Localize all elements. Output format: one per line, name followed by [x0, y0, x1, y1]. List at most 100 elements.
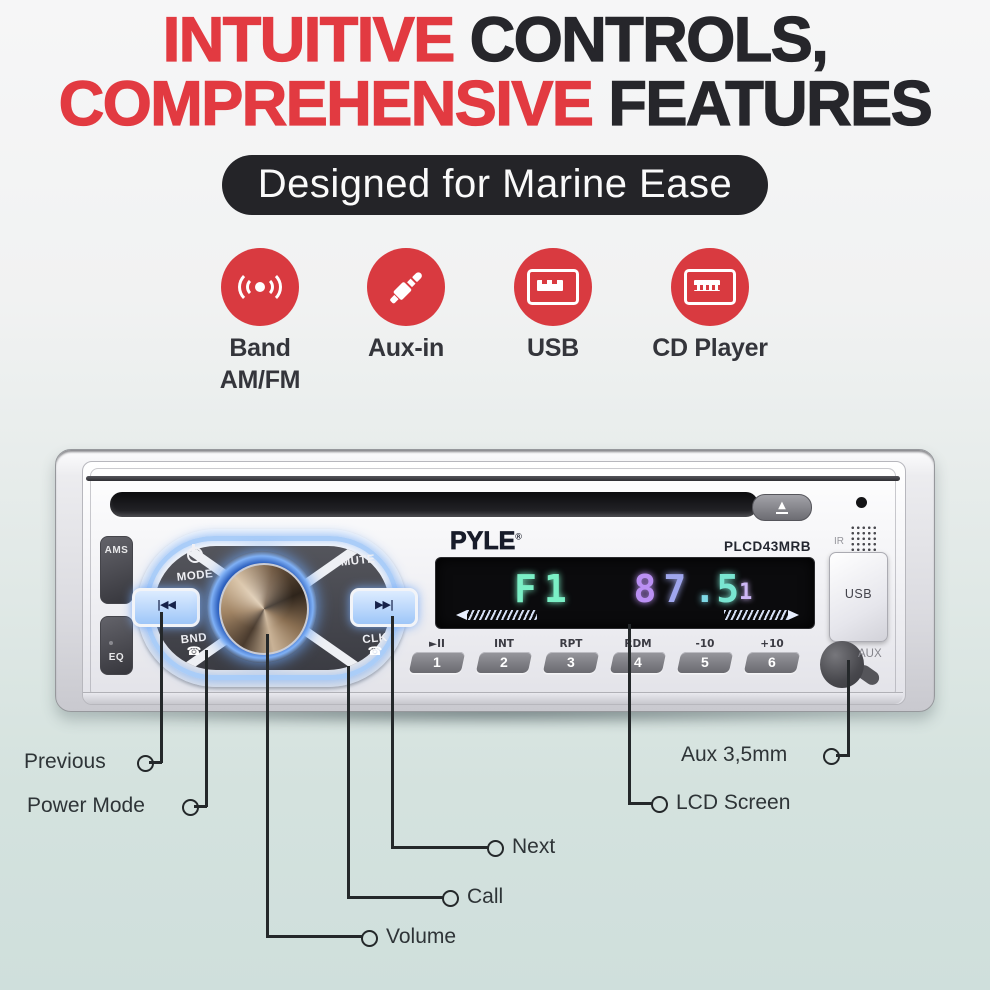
callout-label-call: Call	[467, 885, 504, 908]
feature-circle-usb	[514, 248, 592, 326]
callout-marker-previous	[137, 755, 154, 772]
aux-port-cap[interactable]	[820, 641, 864, 688]
callout-label-power-mode: Power Mode	[27, 794, 145, 817]
lcd-left-scroll-indicator	[456, 610, 537, 620]
callout-marker-next	[487, 840, 504, 857]
tagline-badge: Designed for Marine Ease	[222, 155, 768, 215]
eq-button-label: EQ	[108, 652, 125, 663]
lcd-freq-digit: 5	[716, 567, 747, 611]
power-icon	[187, 544, 203, 563]
feature-label-band: Band AM/FM	[180, 332, 340, 396]
lcd-preset-indicator: 1	[739, 580, 753, 605]
preset-button-1-number: 1	[433, 654, 441, 670]
callout-marker-volume	[361, 930, 378, 947]
callout-line-power-mode	[205, 650, 208, 807]
volume-knob[interactable]	[207, 551, 317, 663]
eject-button[interactable]: ▲	[752, 494, 812, 521]
title-line2-red: COMPREHENSIVE	[58, 69, 594, 139]
usb-port-cover[interactable]: USB	[829, 552, 888, 642]
callout-line-lcd-screen	[628, 802, 652, 805]
callout-marker-call	[442, 890, 459, 907]
preset-fn-label-1: ►II	[429, 638, 445, 650]
usb-icon	[527, 269, 579, 305]
feature-label-cd: CD Player	[652, 334, 768, 362]
feature-label-band-line1: Band	[229, 334, 291, 362]
feature-circle-aux	[367, 248, 445, 326]
cd-slot[interactable]	[110, 492, 758, 517]
preset-button-2[interactable]: 2	[475, 652, 533, 673]
lcd-freq-digit: 7	[663, 567, 694, 611]
callout-line-volume	[266, 634, 269, 938]
callout-line-aux	[847, 660, 850, 757]
band-button[interactable]: BND ☎	[161, 632, 227, 658]
preset-button-4[interactable]: 4	[609, 652, 667, 673]
feature-circle-band	[221, 248, 299, 326]
previous-track-button[interactable]: |◀◀	[132, 588, 200, 627]
callout-line-call	[347, 666, 350, 899]
preset-fn-label-2: INT	[494, 638, 514, 650]
volume-knob-face	[219, 563, 309, 655]
usb-port-label: USB	[844, 587, 873, 601]
title-line-1: INTUITIVE CONTROLS,	[0, 7, 990, 72]
ir-sensor-icon	[850, 525, 878, 552]
eq-button-dot	[109, 641, 113, 645]
preset-fn-label-3: RPT	[559, 638, 583, 650]
ams-button-label: AMS	[104, 545, 129, 556]
next-track-button[interactable]: ▶▶|	[350, 588, 418, 627]
next-track-icon: ▶▶|	[375, 598, 394, 611]
preset-button-3-number: 3	[567, 654, 575, 670]
preset-button-4-number: 4	[634, 654, 642, 670]
eject-icon: ▲	[778, 499, 786, 511]
preset-fn-label-5: -10	[695, 638, 715, 650]
preset-button-5-number: 5	[701, 654, 709, 670]
callout-line-lcd-screen	[628, 624, 631, 805]
callout-marker-lcd-screen	[651, 796, 668, 813]
feature-label-band-line2: AM/FM	[219, 366, 301, 394]
lcd-freq-decimal: .	[693, 567, 717, 611]
lcd-right-scroll-indicator	[724, 610, 799, 620]
callout-line-volume	[266, 935, 362, 938]
callout-line-next	[391, 616, 394, 849]
previous-track-icon: |◀◀	[157, 598, 176, 611]
faceplate-top-groove	[86, 476, 900, 481]
reset-pinhole	[856, 497, 867, 508]
cd-player-icon	[684, 269, 736, 305]
callout-label-next: Next	[512, 835, 556, 858]
phone-icon: ☎	[367, 644, 383, 658]
brand-registered-mark: ®	[515, 531, 522, 542]
mode-button[interactable]: MODE	[162, 544, 228, 584]
phone-icon: ☎	[186, 644, 202, 658]
lcd-screen: F1 87.5 1	[435, 557, 815, 629]
feature-circle-cd	[671, 248, 749, 326]
title-line-2: COMPREHENSIVE FEATURES	[0, 69, 990, 139]
preset-fn-label-4: RDM	[624, 638, 652, 650]
eject-icon-bar	[776, 511, 788, 515]
callout-line-previous	[149, 761, 162, 764]
preset-button-6-number: 6	[768, 654, 776, 670]
mute-button[interactable]: MUTE	[325, 553, 391, 569]
brand-text: PYLE	[450, 527, 516, 556]
preset-button-6[interactable]: 6	[743, 652, 801, 673]
model-number: PLCD43MRB	[724, 539, 812, 554]
lcd-freq-digit: 8	[633, 567, 664, 611]
preset-button-3[interactable]: 3	[542, 652, 600, 673]
callout-line-call	[347, 896, 443, 899]
callout-label-previous: Previous	[24, 750, 106, 773]
title-line2-dark: FEATURES	[592, 69, 934, 139]
lcd-readout: F1 87.5	[514, 567, 746, 611]
radio-waves-icon	[238, 265, 282, 309]
callout-line-previous	[160, 612, 163, 763]
callout-line-power-mode	[194, 805, 207, 808]
clock-button[interactable]: CLK ☎	[342, 632, 408, 658]
callout-label-aux: Aux 3,5mm	[681, 743, 788, 766]
callout-label-lcd-screen: LCD Screen	[676, 791, 791, 814]
preset-button-5[interactable]: 5	[676, 652, 734, 673]
ams-button[interactable]: AMS	[100, 536, 133, 604]
brand-logo: PYLE®	[450, 527, 522, 556]
feature-label-aux: Aux-in	[368, 334, 444, 362]
feature-label-usb: USB	[527, 334, 579, 362]
callout-label-volume: Volume	[386, 925, 457, 948]
eq-button[interactable]: EQ	[100, 616, 133, 675]
preset-button-1[interactable]: 1	[408, 652, 466, 673]
